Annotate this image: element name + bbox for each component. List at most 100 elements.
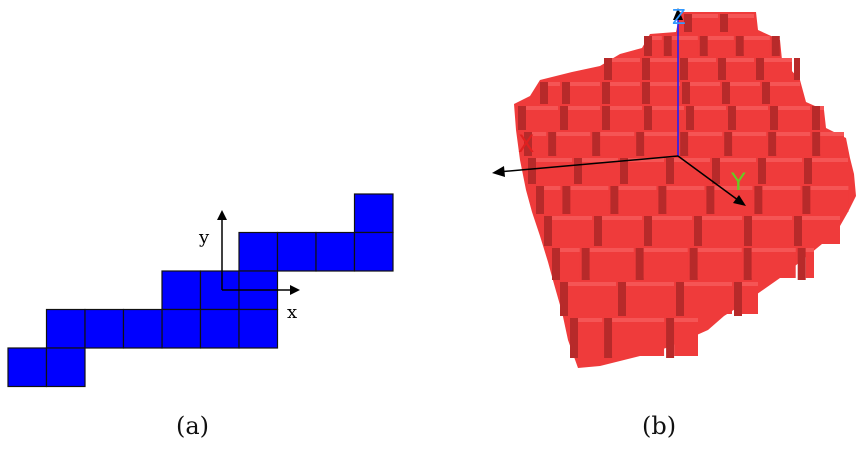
cube-top-face: [736, 106, 768, 110]
cube-top-face: [536, 158, 572, 162]
cube-side-face: [644, 36, 652, 56]
cube-top-face: [618, 186, 657, 190]
cube-top-face: [778, 106, 810, 110]
axis-x-label: X: [518, 130, 534, 158]
cube-top-face: [732, 132, 767, 136]
cube-side-face: [812, 106, 820, 130]
cube-front-face: [684, 286, 732, 314]
cube-front-face: [570, 86, 600, 102]
cube-front-face: [726, 62, 754, 78]
cube-front-face: [671, 40, 698, 54]
cube-front-face: [778, 110, 810, 128]
cube-front-face: [578, 322, 603, 356]
cube-front-face: [690, 86, 720, 102]
cube-top-face: [628, 158, 664, 162]
caption-a: (a): [176, 412, 210, 440]
cube-side-face: [720, 14, 728, 32]
cube-side-face: [644, 216, 652, 246]
cube-side-face: [594, 216, 602, 246]
cube-front-face: [544, 190, 561, 212]
cube-top-face: [802, 216, 840, 220]
cube-top-face: [752, 216, 792, 220]
cube-front-face: [568, 286, 616, 314]
cube-front-face: [643, 252, 688, 278]
cube-front-face: [610, 86, 640, 102]
cube-side-face: [802, 186, 811, 214]
cube-front-face: [568, 110, 600, 128]
cube-top-face: [612, 58, 640, 62]
cube-side-face: [770, 106, 778, 130]
cube-front-face: [536, 162, 572, 182]
cube-side-face: [804, 158, 812, 184]
cube-top-face: [690, 82, 720, 86]
polyomino-square: [353, 193, 394, 234]
cube-side-face: [771, 36, 780, 56]
cube-top-face: [589, 248, 634, 252]
cube-side-face: [734, 282, 742, 316]
cube-top-face: [560, 248, 580, 252]
cube-top-face: [730, 82, 760, 86]
cube-front-face: [652, 220, 692, 244]
axis-y-line: [677, 155, 743, 204]
cube-front-face: [602, 220, 642, 244]
polyomino-square: [45, 308, 86, 349]
cube-side-face: [794, 58, 800, 80]
axis-y-arrowhead: [733, 195, 746, 206]
cube-side-face: [642, 82, 650, 104]
cube-front-face: [810, 190, 849, 212]
cube-top-face: [652, 216, 692, 220]
cube-front-face: [692, 18, 718, 30]
cube-front-face: [674, 322, 698, 356]
cube-side-face: [536, 186, 544, 214]
cube-front-face: [628, 162, 664, 182]
cube-top-face: [770, 82, 800, 86]
cube-front-face: [644, 136, 679, 154]
cube-side-face: [592, 132, 601, 156]
cube-top-face: [697, 248, 742, 252]
cube-front-face: [743, 40, 770, 54]
cube-side-face: [680, 58, 688, 80]
cube-front-face: [674, 162, 710, 182]
cube-side-face: [524, 132, 532, 156]
cube-side-face: [562, 186, 571, 214]
cube-top-face: [810, 186, 849, 190]
cube-front-face: [556, 136, 591, 154]
cube-front-face: [612, 62, 640, 78]
cube-side-face: [604, 58, 612, 80]
cube-front-face: [714, 190, 753, 212]
cube-front-face: [532, 136, 547, 154]
cube-side-face: [754, 186, 763, 214]
cube-side-face: [718, 58, 726, 80]
cube-side-face: [610, 186, 619, 214]
cube-front-face: [650, 86, 680, 102]
cube-top-face: [776, 132, 811, 136]
cube-front-face: [652, 110, 684, 128]
polyomino-square: [7, 347, 48, 388]
panel-a-polyomino: [7, 193, 394, 388]
cube-top-face: [610, 106, 642, 110]
cube-side-face: [722, 82, 730, 104]
cube-front-face: [802, 220, 840, 244]
cube-side-face: [689, 248, 698, 280]
cube-side-face: [518, 106, 526, 130]
cube-front-face: [610, 110, 642, 128]
cube-top-face: [552, 216, 592, 220]
cube-top-face: [610, 82, 640, 86]
cube-front-face: [666, 190, 705, 212]
cube-side-face: [663, 36, 672, 56]
x-axis-label: x: [287, 302, 297, 323]
cube-side-face: [768, 132, 777, 156]
cube-side-face: [604, 318, 613, 358]
axis-y-label: Y: [730, 168, 746, 196]
cube-top-face: [688, 132, 723, 136]
cube-front-face: [612, 322, 665, 356]
cube-front-face: [570, 190, 609, 212]
caption-b: (b): [642, 412, 677, 440]
axis-z-label: Z: [672, 5, 686, 29]
cube-side-face: [735, 36, 744, 56]
cube-front-face: [776, 136, 811, 154]
cube-top-face: [556, 132, 591, 136]
cube-side-face: [712, 158, 720, 184]
cube-top-face: [762, 186, 801, 190]
